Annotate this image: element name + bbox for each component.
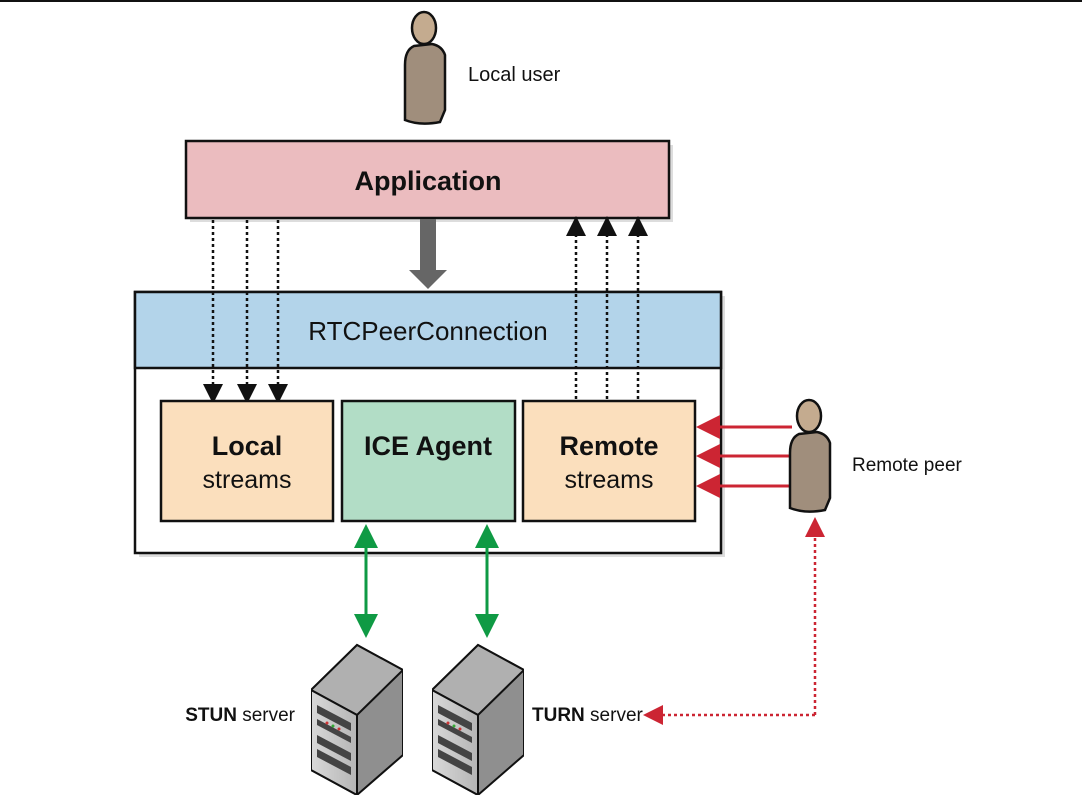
- local-user-person-icon: [403, 10, 447, 125]
- turn-server-icon: [432, 644, 524, 795]
- local-streams-box: [159, 399, 335, 523]
- application-to-rtc-arrow: [409, 219, 447, 289]
- local-user-label: Local user: [468, 64, 561, 86]
- turn-bold: TURN: [532, 705, 585, 726]
- local-streams-sublabel: streams: [203, 466, 292, 494]
- stun-bold: STUN: [185, 705, 237, 726]
- remote-streams-sublabel: streams: [565, 466, 654, 494]
- stun-rest: server: [237, 705, 296, 726]
- remote-streams-box: [521, 399, 697, 523]
- ice-agent-label: ICE Agent: [364, 431, 492, 461]
- rtc-label: RTCPeerConnection: [308, 316, 547, 346]
- rtc-header: [133, 290, 723, 370]
- turn-rest: server: [585, 705, 644, 726]
- stun-server-icon: [311, 644, 403, 795]
- local-streams-label: Local: [212, 431, 283, 461]
- ice-agent-box: [340, 399, 517, 523]
- remote-streams-label: Remote: [559, 431, 658, 461]
- application-box: [184, 139, 671, 220]
- stun-server-label: STUN server: [185, 705, 295, 726]
- turn-server-label: TURN server: [532, 705, 644, 726]
- application-label: Application: [355, 166, 502, 196]
- remote-peer-person-icon: [788, 398, 832, 513]
- remote-peer-label: Remote peer: [852, 455, 963, 476]
